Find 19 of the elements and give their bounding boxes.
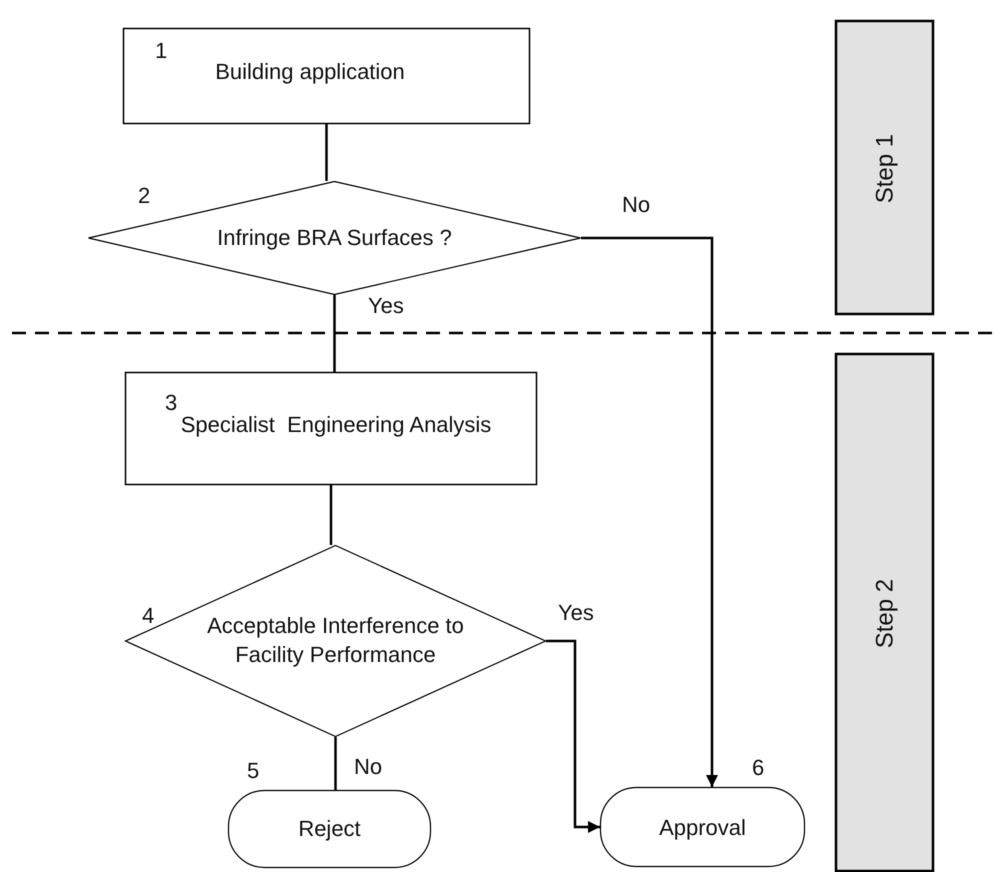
step-label: Step 1 — [870, 132, 899, 205]
node-label: Acceptable Interference to Facility Performance — [206, 612, 465, 669]
step-number: 3 — [165, 390, 178, 416]
arrow — [581, 236, 718, 787]
node-label: Building application — [214, 58, 406, 86]
step-number: 6 — [752, 755, 764, 781]
step-number: 4 — [142, 603, 154, 629]
connector-line — [330, 485, 332, 545]
connector-line — [325, 124, 328, 181]
node-label: Approval — [658, 814, 747, 842]
node-label: Reject — [297, 814, 362, 843]
node-label: Infringe BRA Surfaces ? — [216, 224, 453, 252]
step-number: 2 — [138, 183, 150, 209]
arrow — [546, 640, 600, 833]
connector-line — [333, 295, 336, 372]
step-number: 1 — [155, 38, 168, 64]
step-label: Step 2 — [870, 577, 899, 650]
step-number: 5 — [247, 758, 260, 784]
connector-line — [334, 737, 337, 790]
